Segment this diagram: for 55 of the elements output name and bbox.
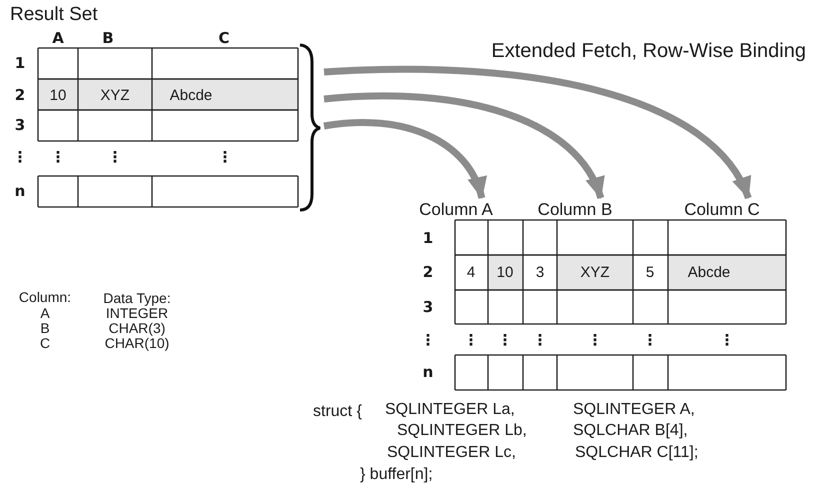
type-table-text: Column: xyxy=(18,289,72,306)
code-text: SQLCHAR B[4], xyxy=(573,422,688,439)
type-table-text: Data Type: xyxy=(103,290,171,307)
title: Extended Fetch, Row-Wise Binding xyxy=(491,40,806,63)
cell-value: XYZ xyxy=(100,87,130,104)
type-table-text: C xyxy=(40,335,50,352)
cell-value: 3 xyxy=(536,264,544,281)
header-label: ⋮ xyxy=(532,332,548,349)
type-table-text: CHAR(3) xyxy=(108,320,166,337)
type-table-text: A xyxy=(40,305,50,322)
type-table-text: INTEGER xyxy=(106,305,168,322)
cell-value: 10 xyxy=(496,264,514,281)
header-label: ⋮ xyxy=(12,149,28,166)
header-label: 3 xyxy=(14,117,26,134)
header-label: 2 xyxy=(422,264,434,281)
code-text: struct { xyxy=(313,403,362,420)
header-label: 1 xyxy=(422,230,434,247)
cell-value: 5 xyxy=(646,264,654,281)
code-text: SQLCHAR C[11]; xyxy=(575,444,698,461)
header-label: 2 xyxy=(14,87,26,104)
type-table-text: B xyxy=(40,320,50,337)
code-text: SQLINTEGER Lc, xyxy=(387,444,516,461)
header-label: ⋮ xyxy=(108,149,122,166)
column-heading: Column B xyxy=(532,199,618,221)
type-table-text: CHAR(10) xyxy=(104,335,170,352)
header-label: ⋮ xyxy=(464,332,478,349)
header-label: ⋮ xyxy=(218,149,232,166)
header-label: n xyxy=(422,364,434,381)
column-heading: Column C xyxy=(678,199,766,221)
header-label: A xyxy=(52,30,64,47)
cell-value: Abcde xyxy=(170,87,212,104)
arrow xyxy=(324,118,486,200)
header-label: ⋮ xyxy=(720,332,734,349)
header-label: n xyxy=(14,183,26,200)
cell-value: 10 xyxy=(50,87,66,104)
code-text: SQLINTEGER La, xyxy=(385,401,515,418)
column-heading: Column A xyxy=(413,199,499,221)
header-label: 1 xyxy=(14,55,26,72)
arrow xyxy=(324,92,604,200)
code-text: } buffer[n]; xyxy=(360,466,433,483)
cell-value: 4 xyxy=(466,264,476,281)
header-label: B xyxy=(102,30,114,47)
code-text: SQLINTEGER Lb, xyxy=(397,422,527,439)
cell-value: Abcde xyxy=(688,264,730,281)
header-label: ⋮ xyxy=(642,332,658,349)
header-label: ⋮ xyxy=(50,149,66,166)
cell-value: XYZ xyxy=(580,264,610,281)
table-heading: Result Set xyxy=(10,4,98,26)
header-label: ⋮ xyxy=(498,332,512,349)
header-label: ⋮ xyxy=(420,332,436,349)
code-text: SQLINTEGER A, xyxy=(573,401,695,418)
header-label: C xyxy=(218,30,230,47)
header-label: 3 xyxy=(422,299,434,316)
arrow xyxy=(324,66,752,200)
header-label: ⋮ xyxy=(588,332,602,349)
